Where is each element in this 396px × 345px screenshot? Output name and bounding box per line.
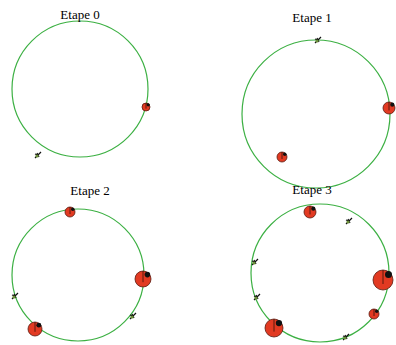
small-insect <box>35 152 41 158</box>
small-insect <box>254 294 260 300</box>
orbit-circle <box>12 209 144 341</box>
step-label: Etape 2 <box>70 184 109 198</box>
small-insect <box>343 334 349 340</box>
step-label: Etape 0 <box>60 8 99 22</box>
step-label: Etape 3 <box>292 183 331 197</box>
orbit-circle <box>251 204 389 342</box>
ladybug <box>304 206 316 218</box>
small-insect <box>12 293 18 299</box>
ladybug <box>373 270 393 290</box>
ladybug <box>369 309 379 319</box>
ladybug <box>65 207 75 217</box>
ladybug <box>135 271 151 287</box>
small-insect <box>130 313 136 319</box>
small-insect <box>252 259 258 265</box>
small-insect <box>315 37 321 43</box>
step-label: Etape 1 <box>292 11 331 25</box>
ladybug <box>265 319 283 337</box>
ladybug <box>142 103 150 111</box>
ladybug <box>277 152 287 162</box>
ladybug <box>383 102 395 114</box>
small-insect <box>346 218 352 224</box>
ladybug <box>28 322 42 336</box>
orbit-circle <box>12 21 148 157</box>
orbit-circle <box>242 40 390 188</box>
